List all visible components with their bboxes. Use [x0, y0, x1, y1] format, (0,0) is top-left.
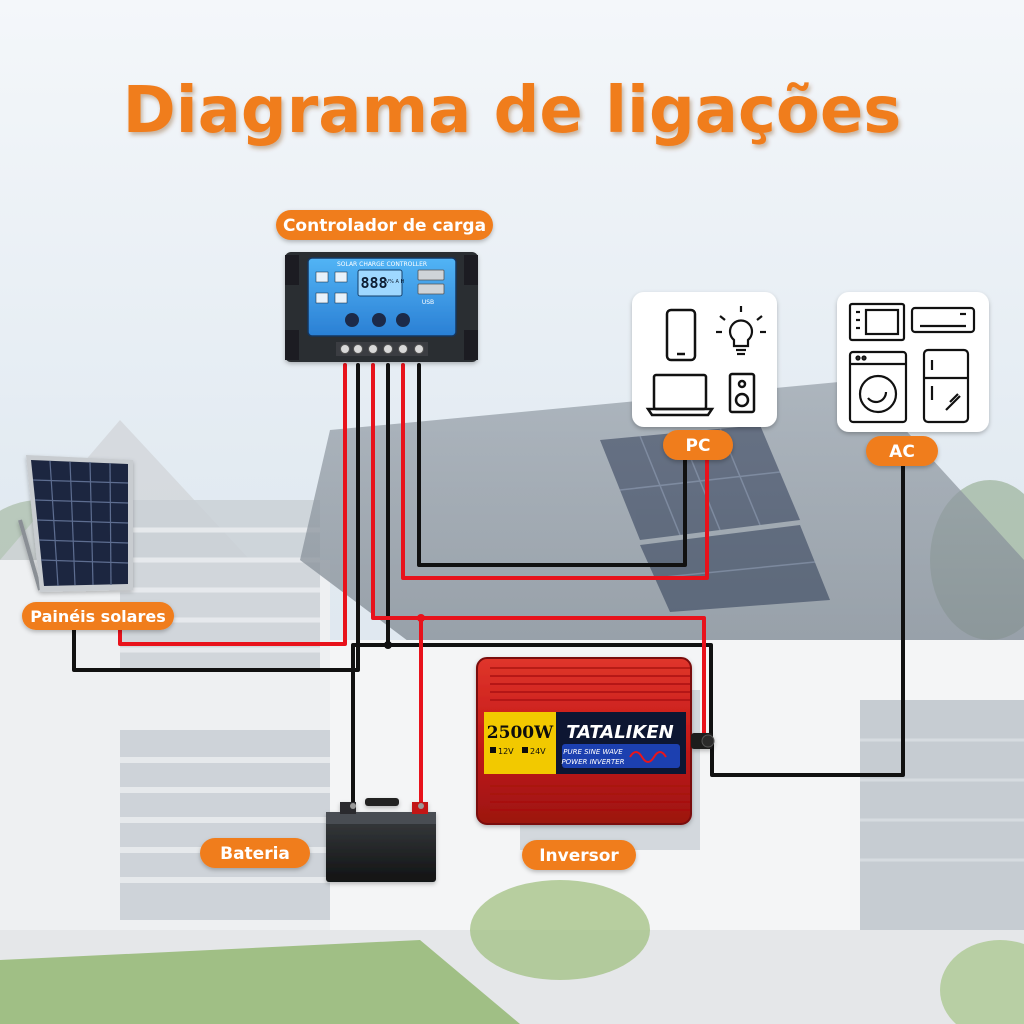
- label-ac-text: AC: [889, 442, 915, 462]
- wire-panel-negative: [72, 363, 360, 672]
- wire-controller-battery-negative: [386, 363, 713, 740]
- laptop-icon: [645, 373, 715, 417]
- speaker-icon: [728, 372, 756, 414]
- label-ac: AC: [866, 436, 938, 466]
- label-inverter-text: Inversor: [539, 846, 619, 866]
- inverter-brand: TATALIKEN: [566, 722, 673, 743]
- wiring: [72, 363, 905, 810]
- label-pc: PC: [663, 430, 733, 460]
- label-controller: Controlador de carga: [276, 210, 493, 240]
- wire-controller-battery-positive: [371, 363, 706, 740]
- junction-red: [417, 614, 425, 622]
- wire-battery-negative: [351, 643, 390, 810]
- ac-appliance-card: [837, 292, 989, 432]
- inverter: 2500W TATALIKEN 12V 24V PURE SINE WAVE P…: [476, 657, 715, 825]
- pc-appliance-card: [632, 292, 777, 427]
- label-battery-text: Bateria: [220, 844, 290, 864]
- controller-display: 888: [360, 274, 387, 292]
- controller-button-1: [345, 313, 359, 327]
- refrigerator-icon: [922, 348, 970, 424]
- inverter-12v: 12V: [498, 747, 514, 756]
- label-panels: Painéis solares: [22, 602, 174, 630]
- charge-controller: SOLAR CHARGE CONTROLLER 888 V% A H USB: [285, 252, 478, 362]
- wire-panel-positive: [118, 363, 347, 646]
- bulb-icon: [716, 306, 766, 356]
- controller-display-units: V% A H: [386, 279, 405, 285]
- controller-button-3: [396, 313, 410, 327]
- phone-icon: [665, 308, 697, 362]
- junction-black: [384, 641, 392, 649]
- sine-wave-icon: [629, 751, 667, 763]
- wire-pc-positive: [401, 363, 709, 580]
- label-controller-text: Controlador de carga: [283, 216, 486, 236]
- page-title: Diagrama de ligações: [123, 74, 902, 148]
- controller-header: SOLAR CHARGE CONTROLLER: [337, 261, 427, 268]
- air-conditioner-icon: [910, 306, 976, 334]
- battery: [326, 798, 436, 882]
- inverter-tag-line2: POWER INVERTER: [561, 758, 624, 766]
- label-battery: Bateria: [200, 838, 310, 868]
- inverter-24v: 24V: [530, 747, 546, 756]
- controller-terminals: [336, 342, 428, 356]
- label-panels-text: Painéis solares: [30, 607, 165, 626]
- wire-ac-output: [710, 460, 905, 777]
- microwave-icon: [848, 302, 906, 342]
- solar-panel: [18, 455, 133, 592]
- inverter-power: 2500W: [487, 723, 554, 743]
- wire-pc-negative: [417, 363, 687, 567]
- washing-machine-icon: [848, 350, 908, 424]
- label-pc-text: PC: [686, 436, 711, 456]
- controller-button-2: [372, 313, 386, 327]
- label-inverter: Inversor: [522, 840, 636, 870]
- inverter-tag-line1: PURE SINE WAVE: [563, 748, 623, 756]
- controller-usb-label: USB: [422, 299, 434, 306]
